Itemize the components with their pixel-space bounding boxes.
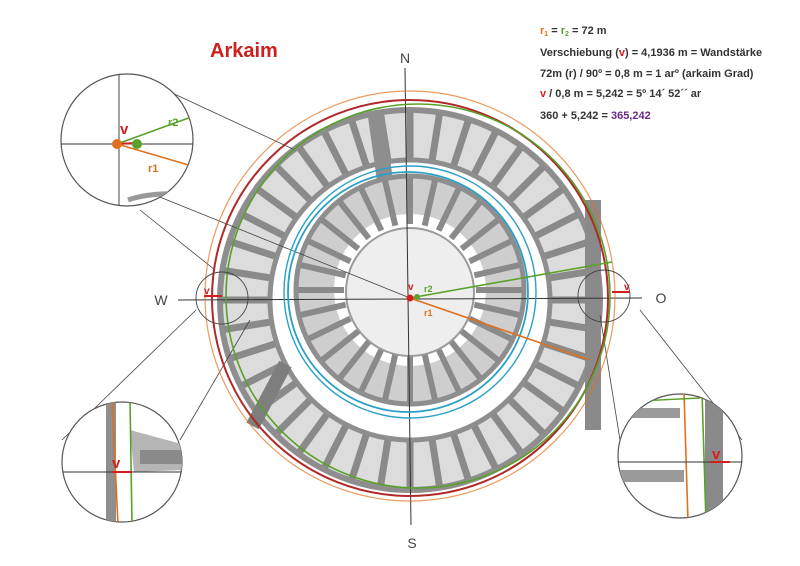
outer-ruin-wall-segment	[321, 424, 349, 470]
inner-ruin-wall-segment	[300, 262, 347, 279]
inner-ruin-wall-segment	[448, 339, 483, 380]
inset-tl-r2-label: r2	[168, 117, 178, 129]
inner-ruin-wall-segment	[459, 217, 500, 252]
inner-ruin-wall-segment	[421, 353, 438, 400]
note-displacement: Verschiebung (v) = 4,1936 m = Wandstärke	[540, 47, 762, 59]
outer-ruin-wall-segment	[230, 238, 276, 260]
west-small-inset	[195, 271, 249, 325]
inner-ruin-wall-segment	[337, 339, 372, 380]
inner-circle-blue-2	[283, 165, 537, 419]
outer-ruin-wall-segment	[450, 434, 472, 480]
center-r1-label: r1	[424, 308, 433, 318]
outer-ruin-wall-segment	[534, 211, 580, 239]
outer-ruin-wall-segment	[428, 113, 443, 161]
inner-ruin-wall-segment	[307, 315, 352, 342]
outer-ruin-wall-segment	[348, 120, 370, 166]
inset-tl-v-label: v	[120, 121, 129, 138]
south-label: S	[407, 535, 416, 551]
note-radius-equality: r1 = r2 = 72 m	[540, 25, 607, 38]
outer-ruin-wall-segment	[274, 397, 313, 436]
ruin-east-wall	[585, 200, 601, 430]
center-v-label: v	[408, 282, 414, 293]
inner-ruin-wall-segment	[300, 301, 347, 318]
inner-ruin-wall-segment	[435, 348, 462, 393]
ruin-gate-wall	[367, 109, 393, 181]
outer-ruin-wall-segment	[274, 164, 313, 203]
inset-bottom-left: v	[61, 401, 183, 523]
outer-ruin-wall-segment	[534, 361, 580, 389]
outer-ruin-wall-segment	[544, 238, 590, 260]
ruin-inner-ring	[293, 173, 527, 407]
inner-ruin-wall-segment	[337, 200, 372, 241]
inner-ruin-wall-segment	[435, 187, 462, 232]
outer-ruin-wall-segment	[348, 434, 370, 480]
inner-ruin-wall-segment	[473, 301, 520, 318]
formula-notes: r1 = r2 = 72 m Verschiebung (v) = 4,1936…	[540, 25, 762, 122]
note-arkaim-degree: 72m (r) / 90º = 0,8 m = 1 arº (arkaim Gr…	[540, 68, 754, 80]
inset-tl-v-point	[112, 139, 122, 149]
north-label: N	[400, 50, 410, 66]
outer-ruin-wall-segment	[471, 130, 499, 176]
diagram-title: Arkaim	[210, 40, 278, 62]
inner-ruin-wall-segment	[382, 180, 399, 227]
center-r2-point	[414, 294, 420, 300]
outer-ruin-wall-segment	[428, 439, 443, 487]
outer-ruin-wall-segment	[490, 412, 524, 455]
inset-br-v-label: v	[712, 446, 721, 463]
outer-ruin-wall-segment	[522, 380, 565, 414]
inner-ruin-wall-segment	[448, 200, 483, 241]
outer-ruin-wall-segment	[230, 340, 276, 362]
ruin-west-wall	[246, 360, 292, 430]
west-label: W	[154, 292, 168, 308]
inner-ruin-wall-segment	[459, 328, 500, 363]
outer-ruin-wall-segment	[471, 424, 499, 470]
inner-ruin-wall-segment	[358, 348, 385, 393]
inner-ruin-wall-segment	[307, 238, 352, 265]
outer-circle-r1	[211, 99, 609, 497]
outer-ruin-wall-segment	[321, 130, 349, 176]
outer-ruin-wall-segment	[296, 412, 330, 455]
outer-ruin-wall-segment	[490, 145, 524, 188]
east-small-inset	[577, 269, 631, 323]
radius-r1-line	[409, 297, 591, 361]
outer-ruin-wall-segment	[296, 145, 330, 188]
outer-ruin-wall-segment	[522, 186, 565, 220]
inset-tl-r2-point	[132, 139, 142, 149]
inner-ruin-wall-segment	[358, 187, 385, 232]
west-v-label: v	[204, 286, 210, 297]
center-v-point	[406, 294, 414, 302]
note-v-ratio: v / 0,8 m = 5,242 = 5º 14´ 52´´ ar	[540, 88, 702, 100]
outer-ruin-wall-segment	[450, 120, 472, 166]
inset-tl-r1-label: r1	[148, 163, 158, 175]
inner-ruin-wall-segment	[382, 353, 399, 400]
east-v-label: v	[624, 282, 630, 293]
outer-ruin-wall-segment	[223, 267, 271, 282]
outer-ruin-wall-segment	[255, 186, 298, 220]
outer-ruin-wall-segment	[377, 439, 392, 487]
inner-ruin-wall-segment	[473, 262, 520, 279]
inset-bottom-right: v	[617, 393, 743, 519]
inner-ruin-wall-segment	[320, 217, 361, 252]
inner-ruin-wall-segment	[421, 180, 438, 227]
inner-ruin-wall-segment	[468, 315, 513, 342]
inner-circle-blue-1	[287, 171, 529, 413]
outer-ruin-wall-segment	[507, 397, 546, 436]
outer-circle-r2	[225, 103, 611, 489]
note-sum: 360 + 5,242 = 365,242	[540, 110, 651, 122]
inner-ruin-wall-segment	[320, 328, 361, 363]
outer-ruin-wall-segment	[507, 164, 546, 203]
inset-bl-v-label: v	[112, 455, 121, 472]
inset-top-left: v r2 r1	[60, 73, 194, 207]
radius-r2-line	[409, 261, 613, 299]
inner-ruin-wall-segment	[468, 238, 513, 265]
center-r2-label: r2	[424, 284, 433, 294]
outer-ruin-wall-segment	[240, 211, 286, 239]
east-label: O	[656, 290, 667, 306]
